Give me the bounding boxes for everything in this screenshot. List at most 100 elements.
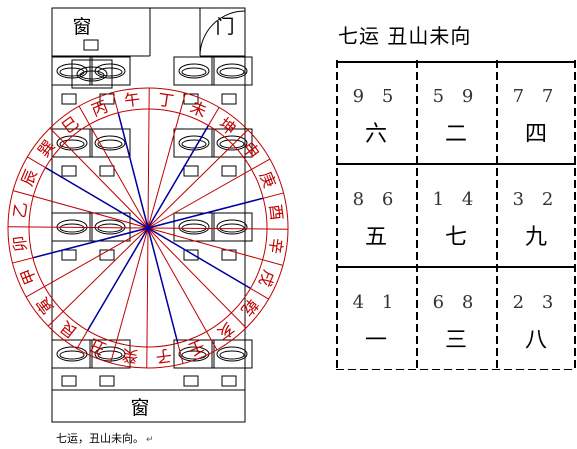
- compass-label: 未: [187, 97, 209, 121]
- grid-line-v: [574, 168, 576, 176]
- grid-line-v: [416, 216, 418, 224]
- seat-left-0: [61, 93, 77, 105]
- mountain-water-stars: 6 8: [432, 292, 480, 313]
- desk-right-b-2: [211, 212, 253, 242]
- grid-line-v: [336, 144, 338, 152]
- caption-text: 七运，丑山未向。: [56, 432, 144, 445]
- grid-line-v: [574, 300, 576, 308]
- grid-line-v: [574, 96, 576, 104]
- compass-ray: [25, 227, 149, 298]
- grid-line-v: [496, 156, 498, 164]
- grid-line-v: [496, 84, 498, 92]
- grid-line-v: [574, 156, 576, 164]
- grid-line-bottom: [384, 369, 392, 370]
- grid-line-v: [574, 144, 576, 152]
- desks-and-chairs: [51, 39, 253, 387]
- grid-line-v: [574, 312, 576, 320]
- grid-line-v: [416, 264, 418, 272]
- seat-right-b-0: [221, 93, 237, 105]
- grid-line-v: [336, 120, 338, 128]
- compass-label: 子: [155, 346, 173, 367]
- compass-ray: [110, 227, 149, 364]
- compass-ray: [47, 227, 149, 327]
- grid-line-v: [416, 360, 418, 368]
- grid-line-bottom: [540, 369, 548, 370]
- desk-left-b-0: [89, 56, 131, 86]
- grid-line-bottom: [456, 369, 464, 370]
- grid-line-v: [336, 180, 338, 188]
- seat-bottom-1: [99, 375, 115, 387]
- grid-line-v: [574, 180, 576, 188]
- period-star: 四: [524, 122, 547, 147]
- grid-line-v: [336, 300, 338, 308]
- grid-line-v: [416, 228, 418, 236]
- grid-line-v: [496, 228, 498, 236]
- mountain-water-stars: 4 1: [352, 292, 400, 313]
- grid-line-v: [336, 336, 338, 344]
- desk-right-b-1: [211, 128, 253, 158]
- grid-line-v: [574, 324, 576, 332]
- grid-line-v: [574, 204, 576, 212]
- sector-axis: [45, 166, 149, 229]
- mountain-water-stars: 1 4: [432, 189, 480, 210]
- grid-line-v: [336, 108, 338, 116]
- grid-line-bottom: [348, 369, 356, 370]
- grid-line-v: [336, 252, 338, 260]
- grid-line-v: [496, 72, 498, 80]
- grid-line-v: [496, 108, 498, 116]
- compass-ray: [147, 227, 218, 351]
- compass-label: 乙: [10, 201, 31, 220]
- grid-line-bottom: [444, 369, 452, 370]
- grid-line-bottom: [408, 369, 416, 370]
- period-star: 一: [364, 328, 387, 353]
- grid-line-v: [416, 324, 418, 332]
- seat-right-2: [183, 249, 199, 261]
- compass-ray: [78, 105, 149, 229]
- grid-line-v: [416, 252, 418, 260]
- seat-left-b-1: [99, 165, 115, 177]
- grid-line-v: [336, 156, 338, 164]
- grid-line-v: [416, 72, 418, 80]
- grid-line-bottom: [516, 369, 524, 370]
- grid-line-v: [416, 276, 418, 284]
- door-label: 门: [215, 16, 234, 38]
- box-entry: [83, 39, 99, 51]
- grid-line-v: [574, 360, 576, 368]
- palace-cell: 4 1 一: [336, 266, 416, 369]
- grid-line-v: [574, 192, 576, 200]
- compass-ray: [146, 227, 149, 368]
- grid-line-v: [496, 336, 498, 344]
- mountain-water-stars: 9 5: [352, 86, 400, 107]
- grid-line-v: [336, 360, 338, 368]
- grid-line-v: [574, 240, 576, 248]
- grid-line-bottom: [480, 369, 488, 370]
- compass-label: 寅: [33, 294, 58, 318]
- grid-line-v: [336, 348, 338, 356]
- grid-line-h: [336, 266, 576, 268]
- grid-line-v: [496, 96, 498, 104]
- grid-line-v: [496, 300, 498, 308]
- compass-label: 卯: [10, 235, 31, 253]
- grid-line-v: [416, 240, 418, 248]
- grid-line-v: [574, 108, 576, 116]
- sector-axis: [147, 197, 264, 229]
- sector-axis: [32, 227, 149, 259]
- grid-line-v: [416, 156, 418, 164]
- grid-line-v: [574, 252, 576, 260]
- sector-axis: [117, 112, 149, 229]
- seat-right-1: [183, 165, 199, 177]
- compass-label: 庚: [256, 169, 280, 191]
- grid-line-v: [496, 60, 498, 68]
- compass-label: 午: [123, 90, 141, 111]
- window-top-label: 窗: [72, 16, 91, 38]
- compass-ray: [147, 129, 249, 229]
- grid-line-bottom: [552, 369, 560, 370]
- sector-axis: [86, 227, 149, 331]
- compass-label: 乾: [237, 295, 262, 319]
- grid-line-v: [496, 216, 498, 224]
- period-star: 七: [444, 225, 467, 250]
